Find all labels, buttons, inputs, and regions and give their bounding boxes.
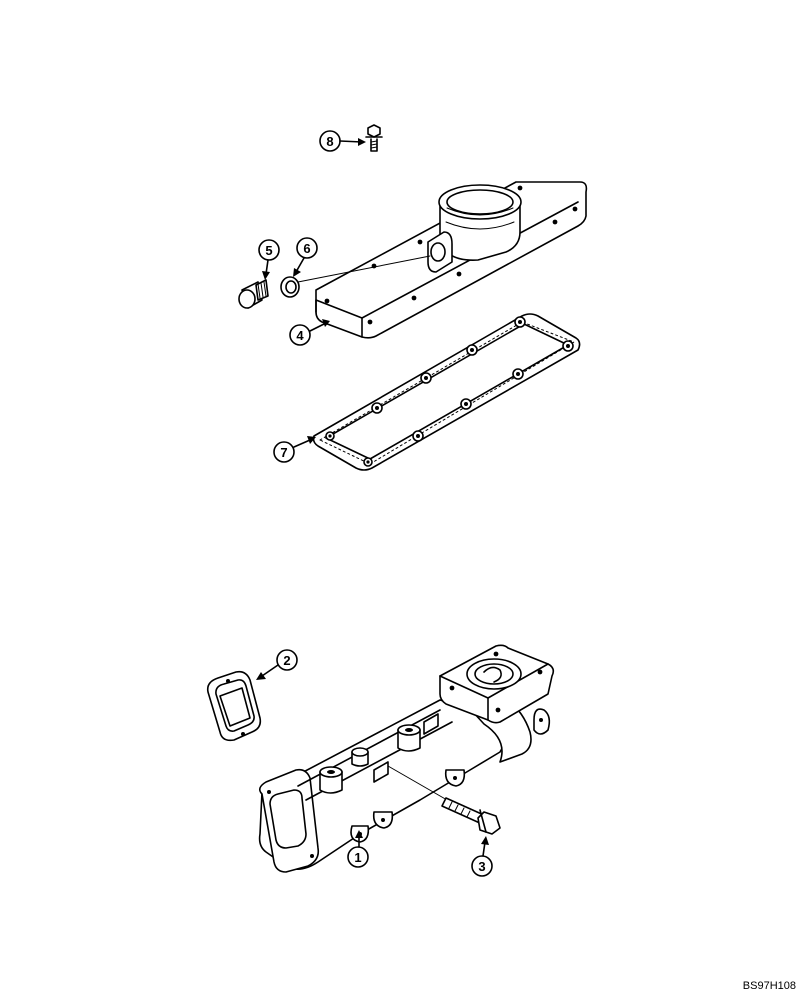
callout-5-label: 5 <box>265 243 272 258</box>
callout-6: 6 <box>293 237 318 277</box>
callout-7: 7 <box>273 436 316 463</box>
callout-1-label: 1 <box>354 850 361 865</box>
drawing-reference-code: BS97H108 <box>742 980 796 992</box>
bolt-part-3 <box>441 797 501 835</box>
gasket-part-7 <box>312 313 581 471</box>
callout-5: 5 <box>258 239 280 280</box>
callout-8-label: 8 <box>326 134 333 149</box>
callout-8: 8 <box>319 130 366 152</box>
callout-2: 2 <box>256 649 298 680</box>
callout-6-label: 6 <box>303 241 310 256</box>
callout-3: 3 <box>471 836 493 877</box>
callout-2-label: 2 <box>283 653 290 668</box>
callout-3-label: 3 <box>478 859 485 874</box>
leader-line-6-port <box>297 255 431 283</box>
callout-1: 1 <box>347 830 369 868</box>
washer-part-6 <box>280 276 300 298</box>
callout-7-label: 7 <box>280 445 287 460</box>
screw-part-8 <box>365 124 383 152</box>
manifold-part-1 <box>258 644 555 873</box>
callout-4: 4 <box>289 319 330 346</box>
plug-part-5 <box>238 279 269 309</box>
callout-4-label: 4 <box>296 328 304 343</box>
intake-cover-part-4 <box>315 181 588 339</box>
leader-line-bolt-hole <box>387 765 455 805</box>
gasket-part-2 <box>206 670 262 742</box>
